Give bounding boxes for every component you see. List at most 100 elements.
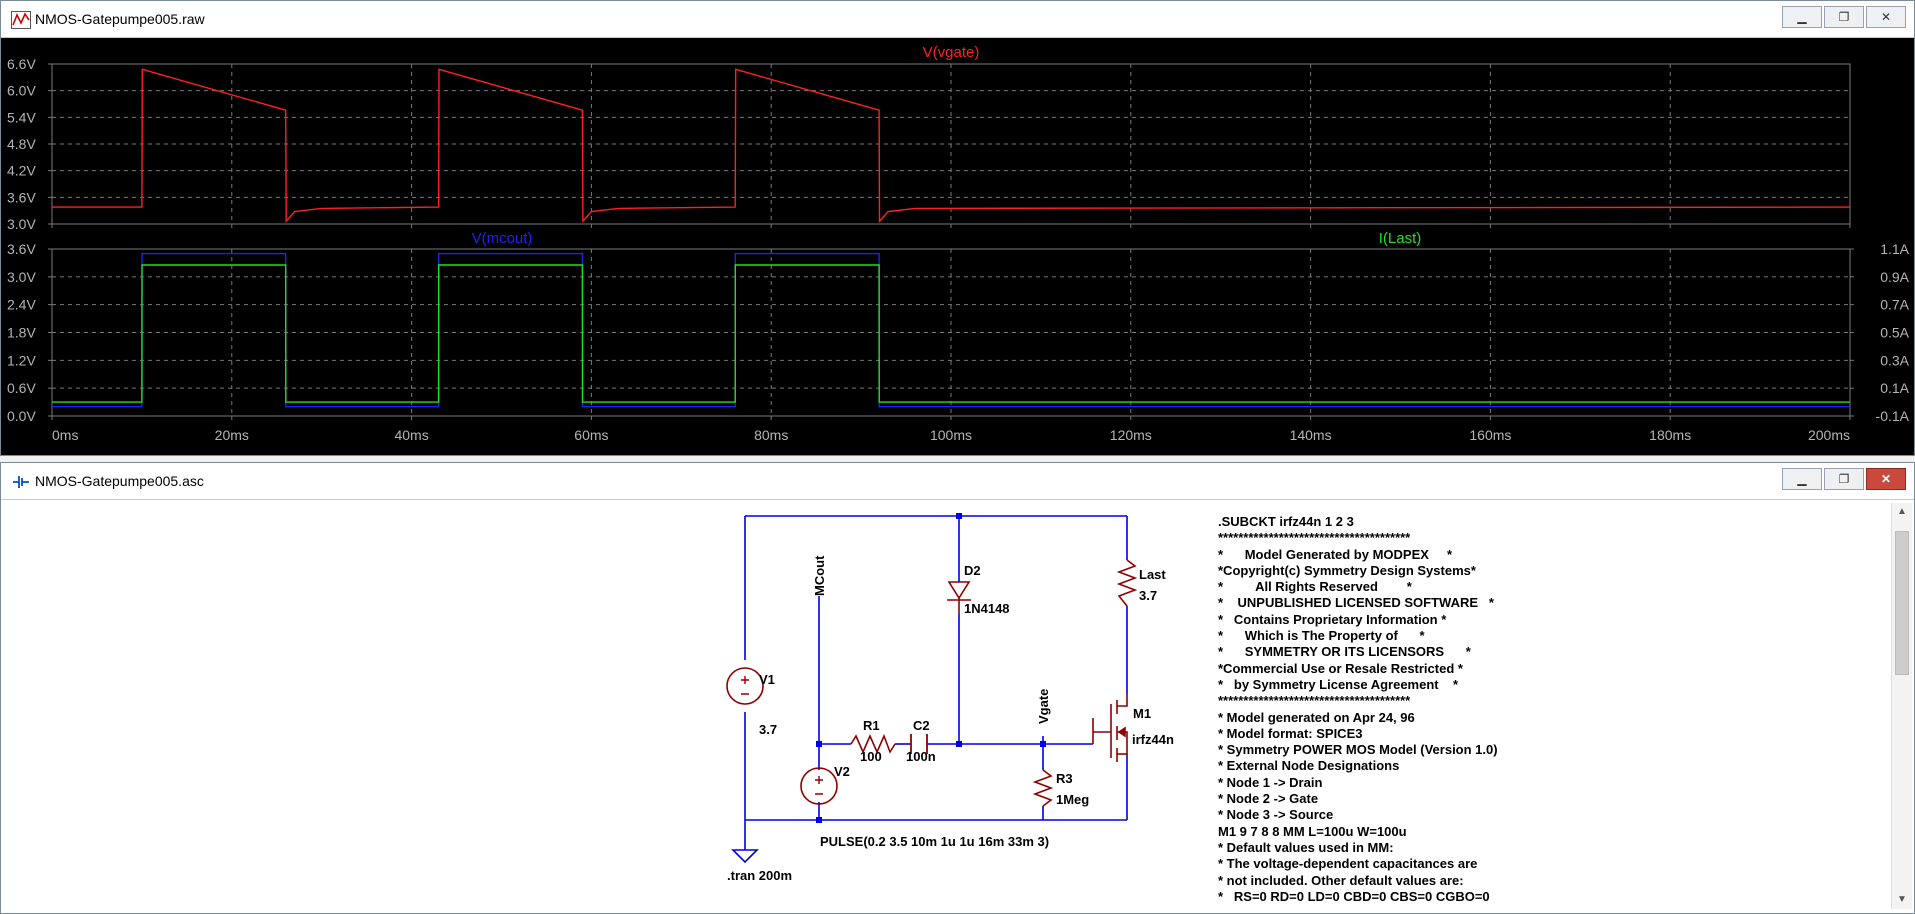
r1-value: 100 (860, 749, 882, 764)
y2-tick-label: -0.1A (1876, 408, 1910, 424)
m1-value: irfz44n (1132, 732, 1174, 747)
spice-line: * External Node Designations (1218, 758, 1400, 774)
schematic-vertical-scrollbar[interactable]: ▲ ▼ (1891, 503, 1912, 909)
plot-window-titlebar[interactable]: NMOS-Gatepumpe005.raw ▁ ❐ ✕ (1, 1, 1914, 38)
spice-line: * Default values used in MM: (1218, 839, 1394, 855)
spice-line: * not included. Other default values are… (1218, 872, 1464, 888)
schematic-window-titlebar[interactable]: NMOS-Gatepumpe005.asc ▁ ❐ ✕ (1, 463, 1914, 500)
minimize-button[interactable]: ▁ (1782, 468, 1822, 490)
d2-value: 1N4148 (964, 601, 1010, 616)
y-tick-label: 6.6V (7, 56, 36, 72)
y2-tick-label: 0.5A (1880, 325, 1909, 341)
junction-dot (816, 741, 822, 747)
net-label-mcout: MCout (812, 555, 827, 596)
series-line-v-mcout[interactable] (52, 252, 1850, 408)
y-tick-label: 0.6V (7, 380, 36, 396)
restore-icon: ❐ (1838, 10, 1850, 24)
voltage-source-v2-symbol[interactable] (800, 767, 838, 805)
plot-window-title: NMOS-Gatepumpe005.raw (35, 11, 205, 27)
tran-directive: .tran 200m (727, 868, 792, 883)
spice-line: M1 9 7 8 8 MM L=100u W=100u (1218, 823, 1407, 839)
r3-label: R3 (1056, 771, 1073, 786)
scroll-down-icon[interactable]: ▼ (1897, 894, 1907, 905)
scroll-up-icon[interactable]: ▲ (1897, 506, 1907, 517)
v1-label: V1 (759, 672, 775, 687)
spice-line: * Symmetry POWER MOS Model (Version 1.0) (1218, 742, 1498, 758)
restore-icon: ❐ (1838, 472, 1850, 486)
diode-d2-symbol[interactable] (947, 581, 971, 614)
restore-button[interactable]: ❐ (1824, 6, 1864, 28)
spice-line: *Commercial Use or Resale Restricted * (1218, 660, 1463, 676)
x-tick-label: 120ms (1110, 427, 1152, 443)
schematic-wires (744, 515, 1128, 850)
x-tick-label: 80ms (754, 427, 788, 443)
x-tick-label: 140ms (1290, 427, 1332, 443)
y2-tick-label: 0.7A (1880, 297, 1909, 313)
d2-label: D2 (964, 563, 981, 578)
schematic-window-title: NMOS-Gatepumpe005.asc (35, 473, 204, 489)
spice-line: .SUBCKT irfz44n 1 2 3 (1218, 514, 1354, 529)
plot-background (1, 38, 1914, 455)
spice-line: * Which is The Property of * (1218, 628, 1425, 644)
v1-value: 3.7 (759, 722, 777, 737)
mosfet-m1-symbol[interactable] (1092, 694, 1128, 762)
x-tick-label: 180ms (1649, 427, 1691, 443)
y-tick-label: 3.6V (7, 189, 36, 205)
schematic-canvas[interactable]: V1 3.7 V2 R1 100 C2 100n D2 1N4148 R3 1M… (1, 500, 1891, 912)
r1-label: R1 (863, 718, 880, 733)
minimize-button[interactable]: ▁ (1782, 6, 1822, 28)
schematic-icon (13, 476, 29, 488)
junction-dot (956, 741, 962, 747)
v2-label: V2 (834, 764, 850, 779)
c2-label: C2 (913, 718, 930, 733)
series-line-v-vgate[interactable] (52, 68, 1851, 224)
spice-line: * UNPUBLISHED LICENSED SOFTWARE * (1218, 595, 1494, 611)
minimize-icon: ▁ (1797, 472, 1807, 486)
last-value: 3.7 (1139, 588, 1157, 603)
y2-tick-label: 0.1A (1880, 380, 1909, 396)
junction-dot (956, 513, 962, 519)
spice-line: * Node 3 -> Source (1218, 807, 1334, 823)
resistor-r3-symbol[interactable] (1032, 769, 1054, 807)
vgate-chart-pane[interactable]: 6.6V6.0V5.4V4.8V4.2V3.6V3.0VV(vgate) (7, 44, 1851, 232)
waveform-plot-area[interactable]: 6.6V6.0V5.4V4.8V4.2V3.6V3.0VV(vgate) 0ms… (1, 38, 1914, 455)
spice-line: ************************************** (1218, 693, 1411, 709)
x-tick-label: 20ms (215, 427, 249, 443)
y-tick-label: 0.0V (7, 408, 36, 424)
x-tick-label: 40ms (394, 427, 428, 443)
resistor-last-symbol[interactable] (1116, 559, 1138, 607)
spice-line: * Model Generated by MODPEX * (1218, 546, 1453, 562)
series-line-i-last[interactable] (52, 264, 1850, 403)
ground-symbol (731, 849, 759, 864)
capacitor-c2-symbol[interactable] (910, 734, 928, 754)
close-icon: ✕ (1880, 10, 1892, 24)
x-tick-label: 200ms (1808, 427, 1850, 443)
net-label-vgate: Vgate (1036, 689, 1051, 724)
close-button[interactable]: ✕ (1866, 6, 1906, 28)
last-label: Last (1139, 567, 1166, 582)
x-tick-label: 60ms (574, 427, 608, 443)
x-tick-label: 100ms (930, 427, 972, 443)
y-tick-label: 2.4V (7, 297, 36, 313)
waveform-viewer-icon (11, 11, 31, 29)
schematic-window: NMOS-Gatepumpe005.asc ▁ ❐ ✕ (0, 462, 1915, 914)
scrollbar-thumb[interactable] (1895, 531, 1909, 675)
y-tick-label: 3.6V (7, 241, 36, 257)
y-tick-label: 3.0V (7, 216, 36, 232)
y-tick-label: 1.8V (7, 325, 36, 341)
spice-line: * Model format: SPICE3 (1218, 725, 1363, 741)
trace-title-vgate[interactable]: V(vgate) (923, 44, 980, 61)
trace-title-ilast[interactable]: I(Last) (1379, 230, 1422, 247)
c2-value: 100n (906, 749, 936, 764)
y-tick-label: 3.0V (7, 269, 36, 285)
y-tick-label: 1.2V (7, 352, 36, 368)
resistor-r1-symbol[interactable] (850, 733, 896, 754)
voltage-source-v1-symbol[interactable] (726, 667, 764, 705)
spice-line: * The voltage-dependent capacitances are (1218, 856, 1478, 872)
close-button[interactable]: ✕ (1866, 468, 1906, 490)
spice-line: * All Rights Reserved * (1218, 579, 1412, 595)
trace-title-vmcout[interactable]: V(mcout) (472, 230, 533, 247)
restore-button[interactable]: ❐ (1824, 468, 1864, 490)
